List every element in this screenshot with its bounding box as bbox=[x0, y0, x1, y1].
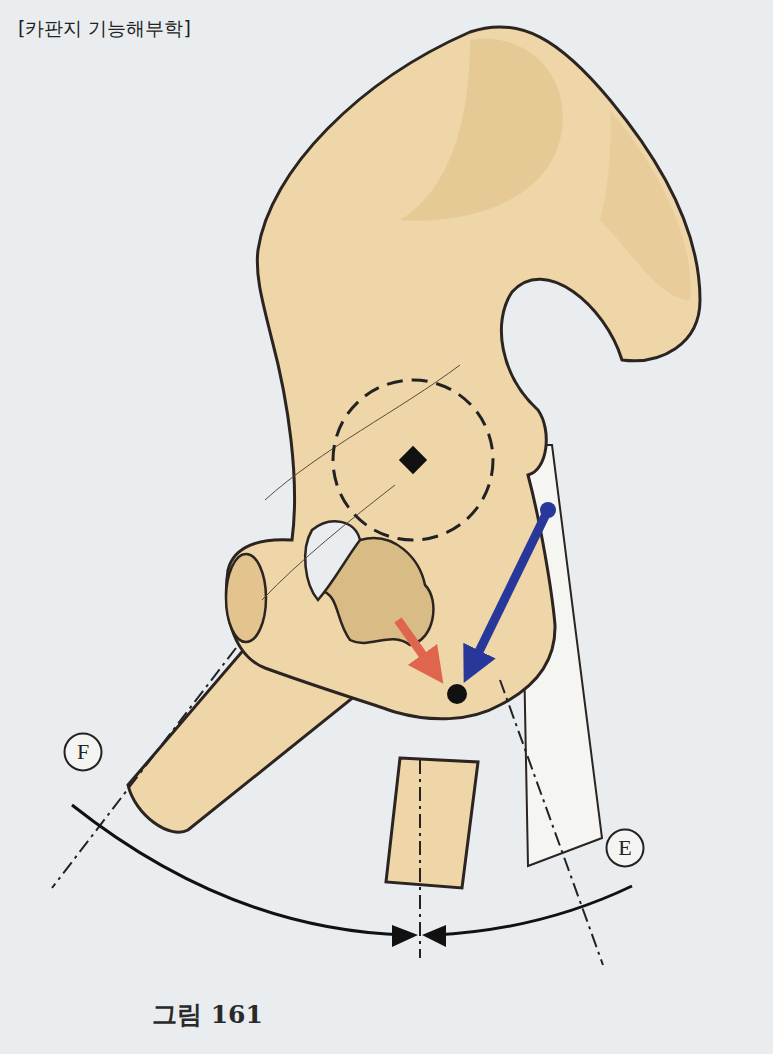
axis-line bbox=[419, 760, 421, 958]
arc-arrowhead bbox=[392, 925, 418, 947]
muscle-origin-dot bbox=[540, 502, 556, 518]
neutral-femur bbox=[386, 758, 478, 888]
circled-letter: E bbox=[605, 828, 645, 868]
contour-line bbox=[262, 485, 395, 600]
joint-center bbox=[399, 446, 427, 474]
pelvis-bone bbox=[226, 27, 700, 719]
insertion-dot bbox=[447, 684, 467, 704]
figure-caption: 그림 161 bbox=[152, 998, 263, 1031]
circle-shape bbox=[65, 734, 102, 771]
hip-joint-circle bbox=[333, 380, 493, 540]
pubic-end bbox=[226, 554, 266, 642]
arc-arrowhead bbox=[422, 925, 446, 947]
force-arrow-red bbox=[398, 620, 435, 672]
circle-shape bbox=[607, 830, 644, 867]
axis-line bbox=[52, 648, 236, 888]
circle-label: F bbox=[77, 741, 89, 763]
ilium-shading bbox=[400, 39, 563, 221]
contour-line bbox=[265, 365, 460, 500]
foramen-hole bbox=[305, 521, 360, 600]
circle-label: E bbox=[618, 837, 631, 859]
motion-arc bbox=[72, 805, 406, 935]
ilium-shading bbox=[600, 110, 690, 300]
source-watermark: [카판지 기능해부학] bbox=[18, 16, 191, 42]
circled-letter: F bbox=[63, 732, 103, 772]
axis-line bbox=[500, 680, 603, 965]
motion-arc bbox=[434, 886, 632, 935]
force-arrow-blue bbox=[470, 510, 548, 670]
